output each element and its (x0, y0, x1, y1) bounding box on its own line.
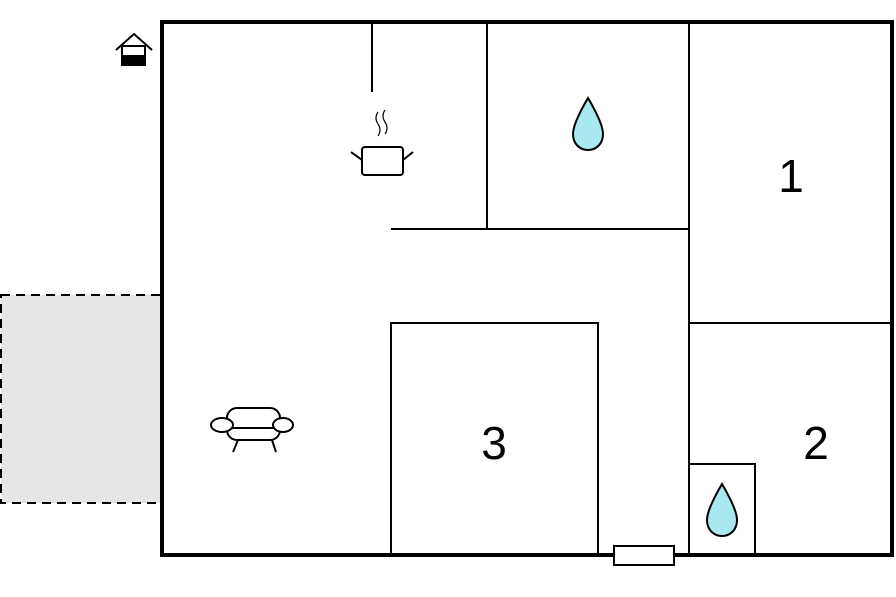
entrance-door (613, 545, 675, 566)
house-icon (115, 32, 153, 66)
room-label-3: 3 (481, 417, 507, 469)
cooking-pot-icon (350, 109, 414, 176)
room-label-2: 2 (803, 417, 829, 469)
water-drop-icon (571, 96, 605, 152)
sofa-icon (210, 407, 294, 453)
water-drop-icon (705, 482, 739, 538)
outer-wall (160, 20, 894, 557)
room-label-1: 1 (778, 150, 804, 202)
interior-walls (371, 22, 892, 555)
terrace-area (0, 294, 163, 504)
